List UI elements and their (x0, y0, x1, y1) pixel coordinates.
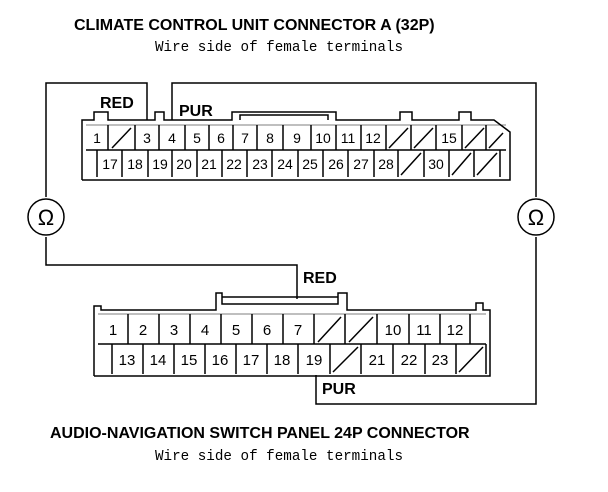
pin-label: 30 (428, 156, 444, 172)
pin-label: 9 (293, 130, 301, 146)
pin-label: 15 (441, 130, 457, 146)
wire-label-pur-bottom: PUR (322, 381, 356, 398)
pin-label: 16 (212, 352, 229, 369)
bottom-connector-title: AUDIO-NAVIGATION SWITCH PANEL 24P CONNEC… (50, 425, 470, 442)
pin-label: 12 (365, 130, 381, 146)
wire-label-pur-top: PUR (179, 103, 213, 120)
wire-red-top (45, 82, 298, 299)
pin-label: 19 (306, 352, 323, 369)
pin-label: 27 (353, 156, 369, 172)
top-connector-pins: 1 3 4 5 6 7 8 9 10 11 12 15 17 18 19 20 … (93, 130, 457, 172)
pin-label: 28 (378, 156, 394, 172)
pin-label: 12 (447, 322, 464, 339)
pin-label: 10 (315, 130, 331, 146)
pin-label: 10 (385, 322, 402, 339)
bottom-connector-subtitle: Wire side of female terminals (155, 448, 403, 465)
pin-label: 23 (432, 352, 449, 369)
pin-label: 5 (193, 130, 201, 146)
pin-label: 15 (181, 352, 198, 369)
pin-label: 26 (328, 156, 344, 172)
pin-label: 3 (143, 130, 151, 146)
bottom-connector (93, 292, 491, 377)
pin-label: 2 (139, 322, 147, 339)
pin-label: 19 (152, 156, 168, 172)
pin-label: 5 (232, 322, 240, 339)
pin-label: 21 (201, 156, 217, 172)
pin-label: 7 (294, 322, 302, 339)
pin-label: 23 (252, 156, 268, 172)
bottom-connector-pins: 1 2 3 4 5 6 7 10 11 12 13 14 15 16 17 18… (109, 322, 464, 369)
pin-label: 11 (341, 130, 356, 146)
pin-label: 6 (263, 322, 271, 339)
pin-label: 17 (243, 352, 260, 369)
pin-label: 4 (201, 322, 209, 339)
pin-label: 18 (127, 156, 143, 172)
pin-label: 6 (217, 130, 225, 146)
pin-label: 17 (102, 156, 118, 172)
top-connector-subtitle: Wire side of female terminals (155, 39, 403, 56)
ohmmeter-right-icon (517, 198, 555, 236)
pin-label: 20 (176, 156, 192, 172)
wire-label-red-top: RED (100, 95, 134, 112)
top-connector-title: CLIMATE CONTROL UNIT CONNECTOR A (32P) (74, 17, 435, 34)
pin-label: 21 (369, 352, 386, 369)
ohmmeter-left-icon (27, 198, 65, 236)
pin-label: 25 (302, 156, 318, 172)
pin-label: 8 (266, 130, 274, 146)
pin-label: 7 (241, 130, 249, 146)
pin-label: 1 (109, 322, 117, 339)
ohm-symbol-right: Ω (528, 205, 544, 230)
pin-label: 24 (277, 156, 293, 172)
pin-label: 18 (274, 352, 291, 369)
top-connector (81, 111, 511, 181)
wire-label-red-bottom: RED (303, 270, 337, 287)
ohm-symbol-left: Ω (38, 205, 54, 230)
pin-label: 13 (119, 352, 136, 369)
pin-label: 11 (416, 322, 432, 339)
wire-pur (171, 82, 537, 405)
pin-label: 22 (226, 156, 242, 172)
pin-label: 22 (401, 352, 418, 369)
pin-label: 1 (93, 130, 101, 146)
pin-label: 4 (168, 130, 176, 146)
pin-label: 14 (150, 352, 167, 369)
pin-label: 3 (170, 322, 178, 339)
